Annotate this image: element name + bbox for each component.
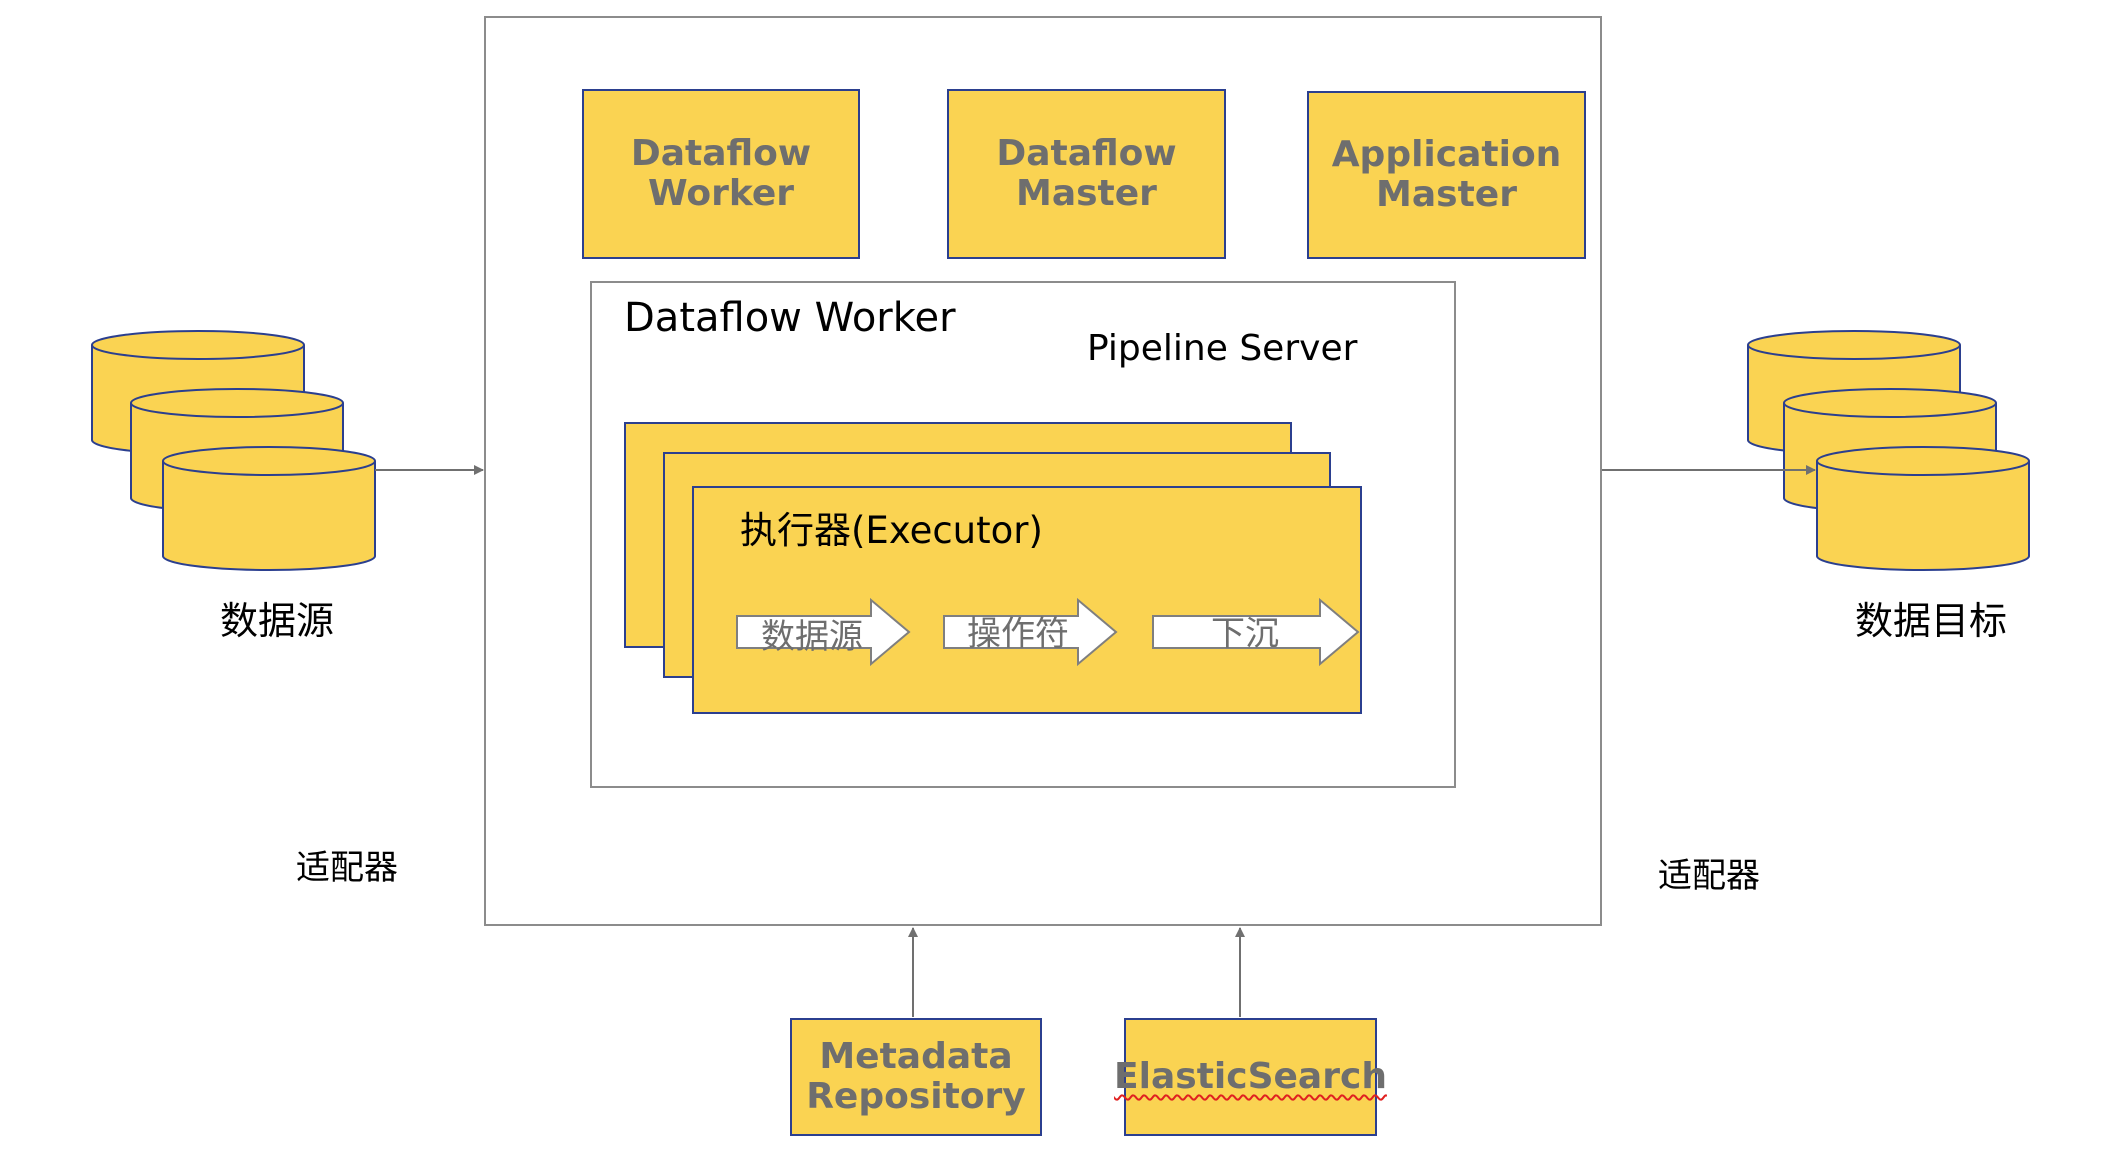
metadata-repository-line2: Repository — [806, 1076, 1026, 1117]
elasticsearch-box: ElasticSearch — [1114, 1018, 1387, 1136]
executor-card-front — [692, 486, 1362, 714]
source-db-cylinders — [91, 330, 376, 571]
step-arrow-sink — [1152, 597, 1360, 667]
step-sink-label: 下沉 — [1211, 614, 1279, 654]
dataflow-master-line1: Dataflow — [996, 133, 1177, 174]
worker-panel-title: Dataflow Worker — [624, 295, 956, 341]
elasticsearch-label: ElasticSearch — [1114, 1056, 1387, 1097]
dataflow-worker-line1: Dataflow — [630, 133, 812, 174]
left-adapter-label: 适配器 — [296, 848, 398, 888]
application-master-line1: Application — [1331, 134, 1562, 175]
target-db-label: 数据目标 — [1855, 599, 2008, 643]
source-db-label: 数据源 — [220, 599, 335, 643]
step-arrow-operator — [943, 597, 1118, 667]
step-arrow-source — [736, 597, 911, 667]
application-master-line2: Master — [1376, 174, 1517, 215]
target-db-cylinders — [1747, 330, 2030, 571]
pipeline-server-label: Pipeline Server — [1087, 328, 1358, 369]
dataflow-worker-line2: Worker — [647, 173, 795, 214]
step-source-label: 数据源 — [761, 617, 863, 657]
dataflow-master-line2: Master — [1016, 173, 1157, 214]
executor-title: 执行器(Executor) — [740, 509, 1043, 552]
metadata-repository-line1: Metadata — [819, 1036, 1013, 1077]
step-operator-label: 操作符 — [967, 614, 1069, 654]
right-adapter-label: 适配器 — [1658, 856, 1760, 896]
